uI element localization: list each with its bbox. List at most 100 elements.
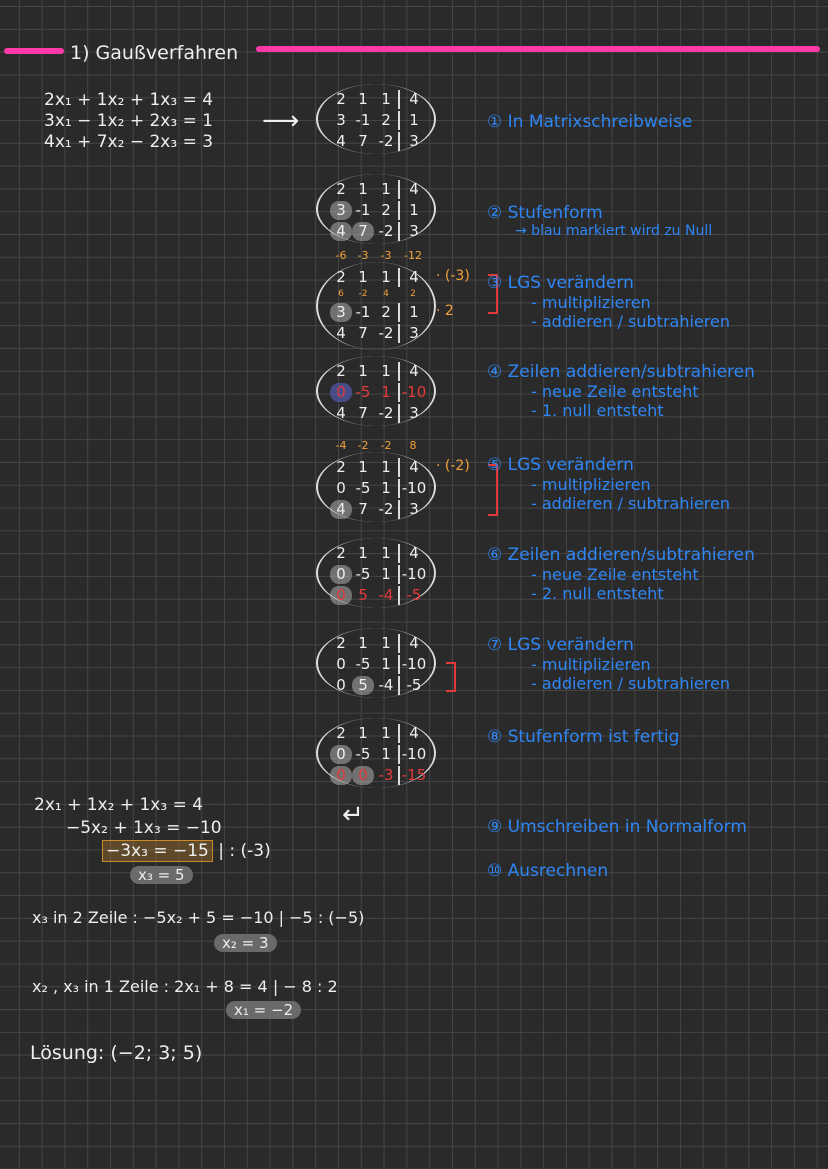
annotation-value: -3 [380, 249, 392, 262]
matrix-cell: 2 [381, 303, 391, 321]
matrix-cell: 1 [381, 544, 391, 562]
matrix-cell: 3 [398, 500, 428, 519]
solution: Lösung: (−2; 3; 5) [30, 1042, 203, 1064]
matrix-cell: 4 [398, 634, 428, 653]
matrix-cell: 3 [336, 111, 346, 129]
step-detail: - addieren / subtrahieren [531, 312, 730, 331]
matrix-cell: -4 [378, 676, 394, 694]
result-x3: x₃ = 5 [130, 866, 193, 884]
matrix-cell: 1 [358, 544, 368, 562]
matrix-cell: 3 [398, 222, 428, 241]
matrix-cell: 0 [330, 766, 352, 785]
result-x2: x₂ = 3 [214, 934, 277, 952]
step-detail: - addieren / subtrahieren [531, 674, 730, 693]
step-8: ⑧ Stufenform ist fertig [487, 727, 679, 747]
matrix-cell: -5 [355, 745, 371, 763]
matrix-cell: -5 [398, 676, 428, 695]
annotation-value: -2 [357, 439, 369, 452]
matrix-cell: 7 [358, 324, 368, 342]
substitution-line-1: x₂ , x₃ in 1 Zeile : 2x₁ + 8 = 4 | − 8 :… [32, 977, 338, 996]
step-9: ⑨ Umschreiben in Normalform [487, 817, 747, 837]
matrix-cell: 4 [398, 90, 428, 109]
matrix-cell: 2 [381, 111, 391, 129]
matrix-cell: -5 [355, 383, 371, 401]
step-heading: ⑧ Stufenform ist fertig [487, 727, 680, 747]
matrix-cell: 4 [398, 458, 428, 477]
operation: | : (-3) [218, 841, 271, 861]
step-heading: ⑩ Ausrechnen [487, 861, 609, 881]
matrix-cell: 1 [358, 724, 368, 742]
matrix-cell: 0 [330, 586, 352, 605]
matrix-cell: 2 [336, 268, 346, 286]
step-10: ⑩ Ausrechnen [487, 861, 608, 881]
equation: 3x₁ − 1x₂ + 2x₃ = 1 [44, 111, 214, 131]
step-detail: → blau markiert wird zu Null [515, 223, 713, 239]
matrix-cell: -2 [378, 132, 394, 150]
matrix-cell: 4 [336, 324, 346, 342]
matrix-cell: -10 [398, 479, 428, 498]
matrix-cell: 0 [330, 383, 352, 402]
title-bar-left [4, 48, 64, 54]
equation-system: 2x₁ + 1x₂ + 1x₃ = 4 3x₁ − 1x₂ + 2x₃ = 1 … [44, 90, 213, 153]
matrix-cell: 5 [358, 586, 368, 604]
step-heading: ④ Zeilen addieren/subtrahieren [487, 362, 755, 382]
matrix-cell: 1 [381, 383, 391, 401]
matrix-cell: 4 [398, 724, 428, 743]
matrix-cell: -4 [378, 586, 394, 604]
step-heading: ⑨ Umschreiben in Normalform [487, 817, 747, 837]
matrix-cell: 3 [330, 201, 352, 220]
step-detail: - 1. null entsteht [531, 401, 664, 420]
matrix-cell: 1 [381, 458, 391, 476]
normal-form-line-2: −5x₂ + 1x₃ = −10 [66, 818, 222, 838]
row-addition-bracket [446, 662, 456, 692]
step-3: ③ LGS verändern- multiplizieren- addiere… [487, 273, 730, 331]
matrix-cell: 0 [336, 655, 346, 673]
matrix-cell: 1 [381, 362, 391, 380]
step-heading: ⑥ Zeilen addieren/subtrahieren [487, 545, 755, 565]
annotation-value: -12 [404, 249, 422, 262]
matrix-cell: 4 [330, 500, 352, 519]
matrix-cell: 2 [381, 201, 391, 219]
matrix-cell: -15 [398, 766, 428, 785]
substitution-line-2: x₃ in 2 Zeile : −5x₂ + 5 = −10 | −5 : (−… [32, 908, 365, 927]
matrix-cell: 0 [352, 766, 374, 785]
annotation-value: 6 [338, 289, 344, 299]
annotation-value: -2 [358, 289, 368, 299]
title-bar-right [256, 46, 820, 52]
step-5: ⑤ LGS verändern- multiplizieren- addiere… [487, 455, 730, 513]
matrix-cell: 1 [381, 268, 391, 286]
annotation-value: -6 [335, 249, 347, 262]
annotation-value: -4 [335, 439, 347, 452]
matrix-cell: 3 [398, 324, 428, 343]
matrix-cell: 1 [358, 180, 368, 198]
matrix-cell: 1 [381, 565, 391, 583]
step-heading: ⑦ LGS verändern [487, 635, 634, 655]
matrix-cell: 1 [358, 458, 368, 476]
matrix-cell: 3 [330, 303, 352, 322]
matrix-cell: 2 [336, 724, 346, 742]
step-heading: ② Stufenform [487, 203, 603, 223]
matrix-cell: 7 [352, 222, 374, 241]
matrix-cell: 2 [336, 544, 346, 562]
matrix-cell: -10 [398, 655, 428, 674]
matrix-cell: -10 [398, 383, 428, 402]
arrow-right-icon: ⟶ [262, 106, 300, 136]
row-addition-bracket [488, 464, 498, 516]
matrix-cell: 0 [330, 565, 352, 584]
step-detail: - neue Zeile entsteht [531, 565, 699, 584]
matrix-cell: 1 [381, 90, 391, 108]
matrix-cell: 4 [398, 544, 428, 563]
result-x1: x₁ = −2 [226, 1001, 302, 1019]
matrix-cell: -2 [378, 500, 394, 518]
matrix-cell: 1 [358, 362, 368, 380]
multiplied-row-values: -6-3-3-12 [330, 250, 428, 262]
step-detail: - multiplizieren [531, 475, 651, 494]
matrix-cell: -1 [355, 201, 371, 219]
row-addition-bracket [488, 274, 498, 314]
matrix-cell: 5 [352, 676, 374, 695]
